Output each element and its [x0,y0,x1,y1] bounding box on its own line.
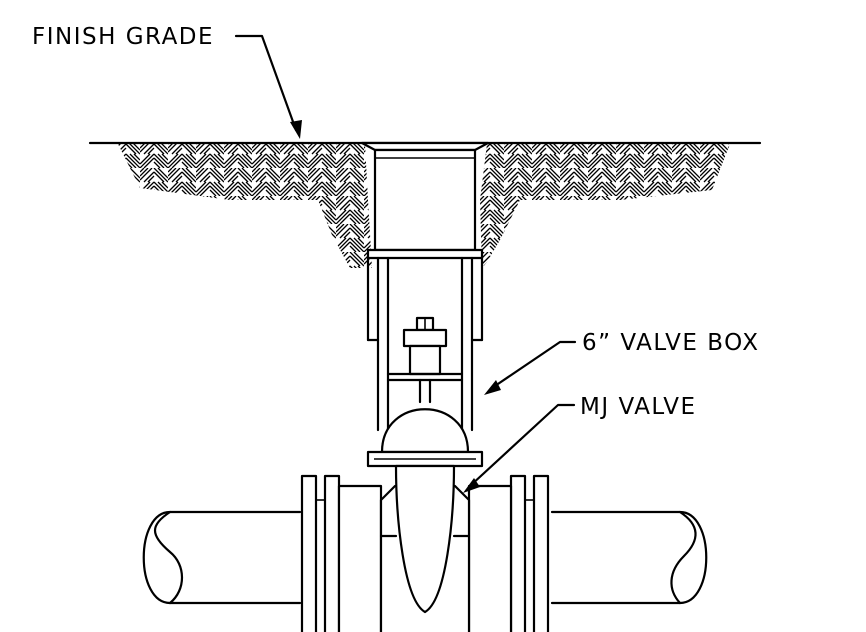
valve-box-label: 6” VALVE BOX [582,330,759,356]
valve-box-body [366,248,484,432]
valve-box-cap [360,141,490,252]
flange-left [300,474,383,632]
mj-valve-leader [463,403,576,493]
valve-bonnet [366,408,484,468]
mj-valve-label: MJ VALVE [580,394,697,420]
soil-backfill [118,144,730,268]
pipe-left [142,510,302,605]
valve-body [379,464,471,632]
finish-grade-label: FINISH GRADE [32,24,214,50]
operating-nut [386,316,464,404]
flange-right [467,474,550,632]
pipe-right [550,510,708,605]
valve-box-leader [484,340,577,395]
finish-grade-leader [234,34,302,139]
